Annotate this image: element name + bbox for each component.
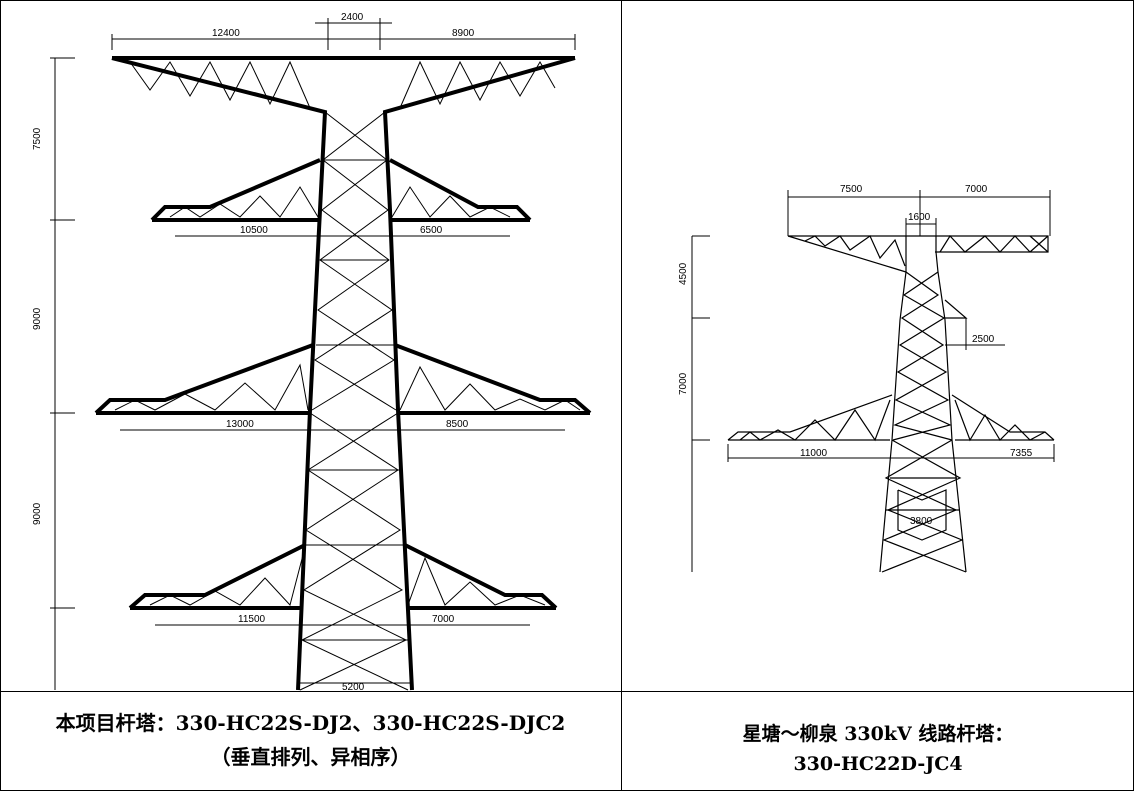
right-caption: 星塘～柳泉 330kV 线路杆塔： 330-HC22D-JC4 [622, 719, 1134, 779]
left-vertical-dimension [50, 57, 75, 690]
left-dim-7000: 7000 [432, 614, 455, 625]
right-vdim-7000: 7000 [678, 372, 689, 395]
left-caption-line2: （垂直排列、异相序） [210, 745, 411, 769]
right-caption-line1: 星塘～柳泉 330kV 线路杆塔： [742, 723, 1014, 745]
right-dim-3800: 3800 [910, 516, 933, 527]
left-tower-body [94, 56, 592, 691]
right-dim-11000: 11000 [800, 448, 828, 459]
left-vdim-7500: 7500 [32, 127, 43, 150]
left-dim-2400: 2400 [341, 12, 364, 23]
right-vdim-4500: 4500 [678, 262, 689, 285]
left-arm-dimensions [120, 235, 565, 684]
left-tower-diagram [50, 18, 592, 691]
left-caption: 本项目杆塔：330-HC22S-DJ2、330-HC22S-DJC2 （垂直排列… [0, 706, 621, 774]
right-tower-diagram [691, 190, 1055, 573]
left-dim-11500: 11500 [238, 614, 266, 625]
left-dim-6500: 6500 [420, 225, 443, 236]
right-dim-7000: 7000 [965, 184, 988, 195]
right-dim-7500: 7500 [840, 184, 863, 195]
right-dim-7355: 7355 [1010, 448, 1033, 459]
left-dim-13000: 13000 [226, 419, 254, 430]
left-vdim-9000-b: 9000 [32, 502, 43, 525]
left-dim-8500: 8500 [446, 419, 469, 430]
right-dim-1600: 1600 [908, 212, 931, 223]
right-dimensions [691, 190, 1055, 572]
left-caption-line1: 本项目杆塔：330-HC22S-DJ2、330-HC22S-DJC2 [55, 711, 566, 735]
right-dim-2500: 2500 [972, 334, 995, 345]
right-caption-line2: 330-HC22D-JC4 [793, 753, 963, 775]
left-dim-10500: 10500 [240, 225, 268, 236]
left-top-dimension [111, 18, 576, 50]
left-vdim-9000-a: 9000 [32, 307, 43, 330]
left-tower-lattice [114, 60, 581, 691]
left-dim-8900: 8900 [452, 28, 475, 39]
left-dim-12400: 12400 [212, 28, 240, 39]
left-dim-5200: 5200 [342, 682, 365, 693]
